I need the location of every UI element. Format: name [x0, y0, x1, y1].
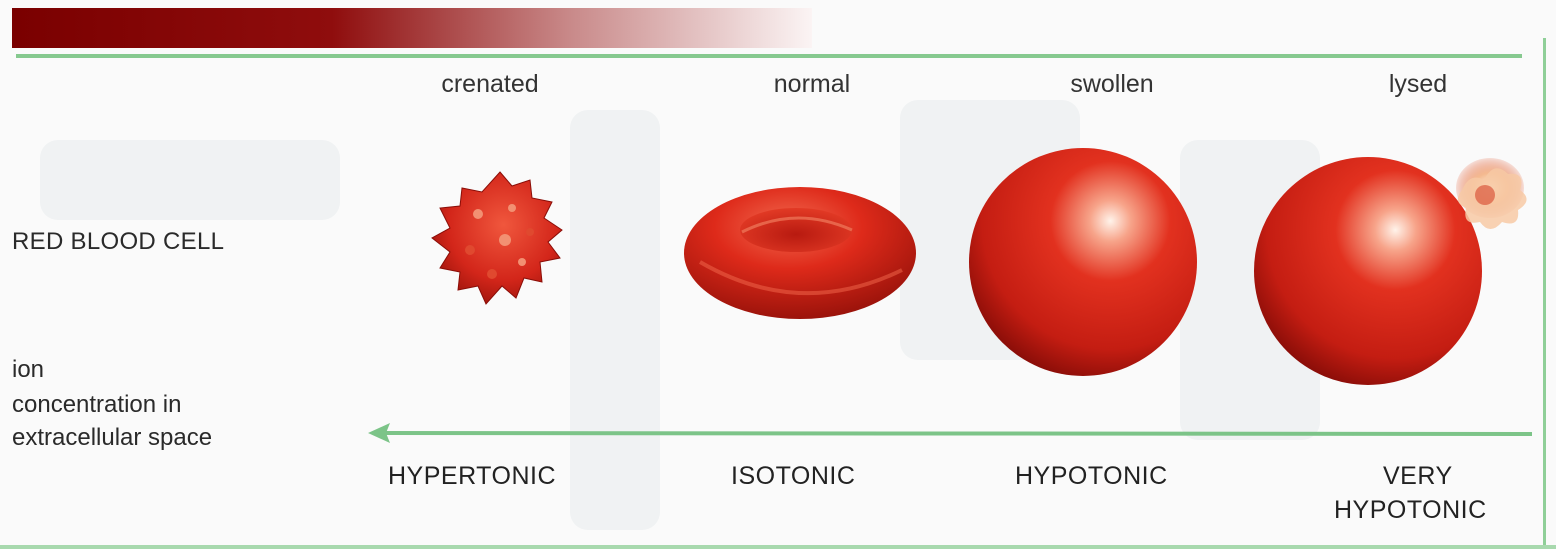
tonicity-arrow — [368, 423, 1532, 443]
normal-cell — [684, 187, 916, 319]
lysed-cell — [1254, 157, 1527, 385]
crenated-cell — [432, 172, 562, 304]
swollen-cell — [969, 148, 1197, 376]
